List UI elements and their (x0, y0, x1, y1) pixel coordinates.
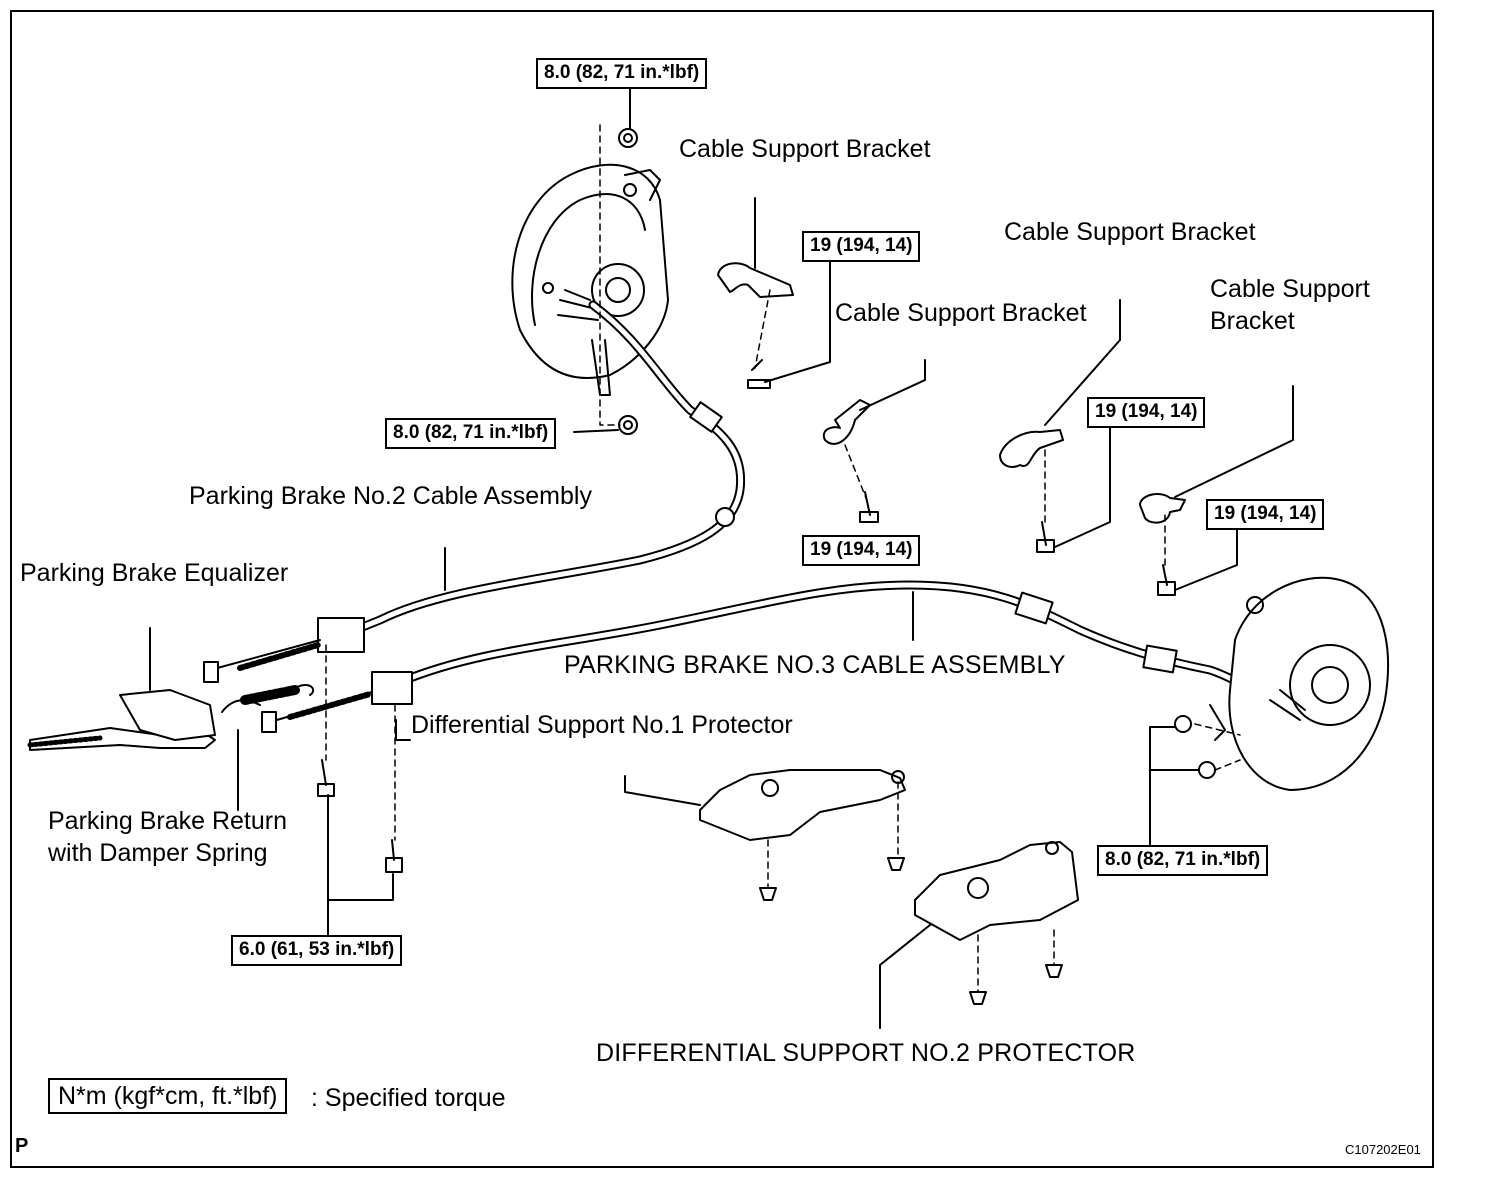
bracket-4 (1139, 493, 1186, 524)
legend-unit-box: N*m (kgf*cm, ft.*lbf) (48, 1078, 288, 1114)
section-mark: P (15, 1135, 29, 1157)
label-cable-support-bracket-3: Cable Support Bracket (835, 299, 1087, 327)
label-cable-support-bracket-1: Cable Support Bracket (679, 135, 931, 163)
torque-bracket-bolt-c: 19 (194, 14) (1087, 397, 1206, 428)
label-return-spring-line1: Parking Brake Return (48, 807, 288, 835)
label-cable-support-bracket-4-line2: Bracket (1210, 307, 1295, 335)
equalizer-part (27, 689, 216, 751)
label-parking-brake-equalizer: Parking Brake Equalizer (20, 559, 289, 587)
torque-bracket-bolt-d: 19 (194, 14) (1206, 499, 1325, 530)
no3-cable (400, 580, 1295, 715)
torque-bracket-bolt-b: 19 (194, 14) (802, 535, 921, 566)
diagram-frame (10, 10, 1434, 1168)
label-cable-support-bracket-2: Cable Support Bracket (1004, 218, 1256, 246)
bracket-2 (822, 399, 871, 445)
label-no2-cable-assembly: Parking Brake No.2 Cable Assembly (189, 482, 592, 510)
torque-lower-nut: 8.0 (82, 71 in.*lbf) (385, 418, 557, 449)
leader-lines (149, 85, 1294, 1029)
label-cable-support-bracket-4-line1: Cable Support (1210, 275, 1370, 303)
bracket-1 (717, 262, 794, 298)
torque-equalizer-bolts: 6.0 (61, 53 in.*lbf) (231, 935, 403, 966)
right-brake-backing-plate (1209, 576, 1389, 791)
fasteners (317, 128, 1216, 1005)
label-diff-no2-protector: DIFFERENTIAL SUPPORT NO.2 PROTECTOR (596, 1039, 1136, 1067)
no2-cable (350, 300, 746, 635)
torque-right-hub-nuts: 8.0 (82, 71 in.*lbf) (1097, 845, 1269, 876)
left-brake-backing-plate (511, 163, 669, 396)
torque-bracket-bolt-a: 19 (194, 14) (802, 231, 921, 262)
cable-end-fittings (203, 617, 413, 733)
diff-no1-protector-part (699, 769, 906, 841)
diff-no2-protector-part (914, 841, 1079, 941)
label-no3-cable-assembly: PARKING BRAKE NO.3 CABLE ASSEMBLY (564, 651, 1066, 679)
bracket-3 (999, 429, 1064, 468)
return-spring-part (221, 684, 315, 713)
label-diff-no1-protector: Differential Support No.1 Protector (411, 711, 793, 739)
torque-top-nut: 8.0 (82, 71 in.*lbf) (536, 58, 708, 89)
label-return-spring-line2: with Damper Spring (48, 839, 268, 867)
figure-code: C107202E01 (1345, 1142, 1421, 1157)
legend-meaning: : Specified torque (311, 1084, 506, 1112)
